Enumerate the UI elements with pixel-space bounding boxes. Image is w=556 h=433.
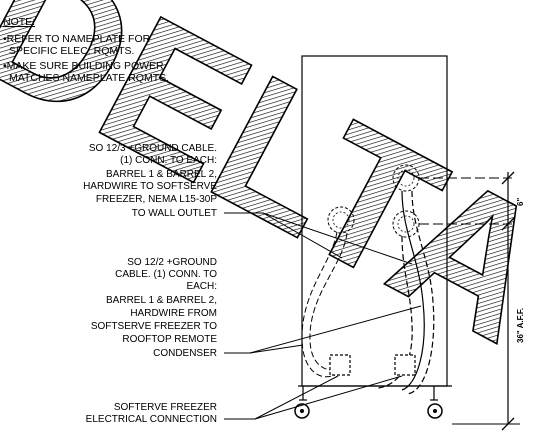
cable-condenser-path — [301, 231, 348, 378]
callout-connection: SOFTERVE FREEZER ELECTRICAL CONNECTION — [86, 375, 403, 425]
note-line-4: MATCHES NAMEPLATE RQMTS. — [9, 72, 169, 84]
callout-connection-line-2: ELECTRICAL CONNECTION — [86, 414, 217, 425]
note-line-2: SPECIFIC ELEC. RQMTS. — [9, 45, 134, 57]
note-title: NOTE: — [3, 16, 35, 28]
leader-line — [262, 212, 343, 259]
callout-30p-line-4: HARDWIRE TO SOFTSERVE — [83, 181, 217, 192]
callout-cable-condenser: SO 12/2 +GROUND CABLE. (1) CONN. TO EACH… — [91, 257, 422, 359]
caster-right — [427, 386, 443, 419]
dimension-height-aff: 36" A.F.F. — [516, 308, 525, 343]
callout-30p-line-3: BARREL 1 & BARREL 2, — [106, 169, 217, 180]
callout-condenser-line-8: CONDENSER — [153, 348, 217, 359]
callout-condenser-line-4: BARREL 1 & BARREL 2, — [106, 295, 217, 306]
callout-condenser-line-3: EACH: — [186, 281, 217, 292]
notes-block: NOTE: •REFER TO NAMEPLATE FOR SPECIFIC E… — [3, 16, 169, 84]
leader-line — [262, 212, 413, 265]
callout-condenser-line-2: CABLE. (1) CONN. TO — [115, 269, 217, 280]
callout-condenser-line-6: SOFTSERVE FREEZER TO — [91, 321, 217, 332]
cable-30p-path — [377, 190, 435, 395]
note-line-1: •REFER TO NAMEPLATE FOR — [3, 33, 151, 45]
connection-box-right — [394, 354, 416, 376]
dimension-lines — [452, 171, 520, 431]
leader-line — [254, 375, 403, 420]
callout-30p-line-2: (1) CONN. TO EACH: — [120, 155, 217, 166]
leader-line — [254, 375, 339, 420]
note-line-3: •MAKE SURE BUILDING POWER — [3, 60, 164, 72]
callout-30p-line-1: SO 12/3 +GROUND CABLE. — [89, 143, 217, 154]
callout-30p-line-5: FREEZER, NEMA L15-30P — [96, 194, 217, 205]
callout-condenser-line-1: SO 12/2 +GROUND — [127, 257, 217, 268]
leader-line — [249, 344, 304, 354]
callout-connection-line-1: SOFTERVE FREEZER — [114, 402, 217, 413]
connection-box-left — [329, 354, 351, 376]
callout-condenser-line-7: ROOFTOP REMOTE — [122, 334, 217, 345]
outlet-lower-left — [327, 206, 355, 234]
caster-left — [294, 386, 310, 419]
callout-30p-line-6: TO WALL OUTLET — [132, 208, 217, 219]
leader-line — [249, 305, 422, 354]
callout-cable-30p: SO 12/3 +GROUND CABLE. (1) CONN. TO EACH… — [83, 143, 413, 265]
callout-condenser-line-5: HARDWIRE FROM — [130, 308, 217, 319]
dimension-outlet-spacing: 6" — [516, 198, 525, 206]
